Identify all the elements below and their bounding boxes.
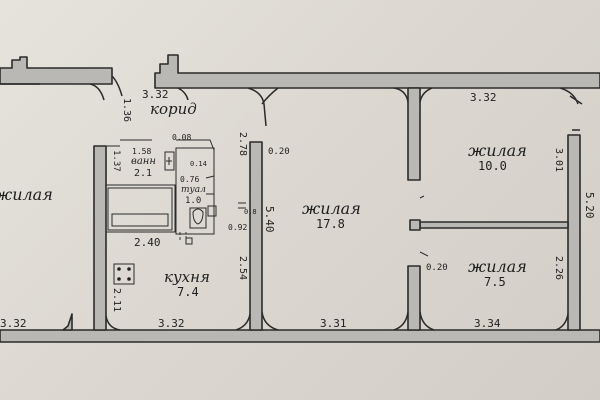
corner-centre-top-left (247, 87, 267, 127)
door-right-top (569, 95, 583, 131)
corner-corridor-a (89, 83, 105, 101)
corner-corridor-c (177, 87, 189, 101)
room-living-top-right-name: жилая (468, 141, 527, 160)
corner-right-top-left (419, 87, 433, 103)
wall-centre-right-lower (407, 265, 421, 331)
bath-door-line (120, 139, 215, 151)
dim-center-wall-offset: 0.20 (268, 147, 290, 157)
stove-burner-4 (127, 277, 131, 281)
room-left-living-name: жилая (0, 185, 53, 204)
dim-corridor-vertical: 1.36 (121, 98, 132, 122)
riser (185, 237, 193, 245)
room-living-bottom-right-name: жилая (468, 257, 527, 276)
corner-right-top-right (559, 87, 579, 105)
room-kitchen-area: 7.4 (177, 285, 199, 299)
corner-centre-bottom-right (393, 311, 409, 331)
wc-tank (207, 205, 217, 217)
dim-corridor-top-right: 3.32 (470, 91, 497, 104)
dim-bath-bottom-width: 2.40 (134, 236, 161, 249)
wall-left-room (62, 313, 73, 331)
dim-bath-height: 1.37 (111, 150, 121, 172)
dim-right-top-height: 3.01 (553, 148, 564, 172)
dim-right-partition-offset: 0.20 (426, 263, 448, 273)
bath-partition (106, 184, 176, 233)
dim-kitchen-right-height: 2.54 (237, 256, 248, 280)
dim-toilet-note-c: 0.92 (228, 223, 247, 232)
partition-post (409, 219, 421, 231)
washbasin (164, 151, 175, 171)
corner-centre-bottom-left (261, 311, 279, 331)
dim-left-room-width: 3.32 (0, 317, 27, 330)
dim-right-bottom-height: 2.26 (553, 256, 564, 280)
corner-centre-top-right (393, 87, 409, 103)
wall-right-outer (567, 134, 581, 331)
wc-bowl (189, 207, 207, 229)
wall-top-corridor (154, 54, 600, 89)
room-toilet-name: туал (181, 185, 206, 195)
corner-centre-top-left-2 (261, 87, 279, 105)
dim-kitchen-width: 3.32 (158, 317, 185, 330)
bathtub-inner (111, 213, 169, 227)
wall-centre-right (407, 87, 421, 181)
stove-burner-3 (117, 277, 121, 281)
dim-center-width: 3.31 (320, 317, 347, 330)
dim-toilet-note-a: 0.14 (190, 160, 207, 168)
room-living-center-area: 17.8 (316, 217, 345, 231)
room-living-bottom-right-area: 7.5 (484, 275, 506, 289)
room-living-top-right-area: 10.0 (478, 159, 507, 173)
dim-wall-gap: 0.8 (244, 208, 257, 216)
room-kitchen-name: кухня (164, 268, 210, 286)
wall-kitchen-right (249, 141, 263, 331)
room-living-center-name: жилая (302, 199, 361, 218)
wall-bath-left (93, 145, 107, 331)
centre-vent (238, 202, 246, 209)
washbasin-tap (166, 157, 172, 165)
dim-door-small: 0.08 (172, 133, 191, 142)
dim-toilet-note-b: 0.76 (180, 175, 199, 184)
bathtub (107, 187, 173, 231)
corner-kitchen-bottom-left (105, 315, 121, 331)
wall-top-left (0, 56, 113, 85)
corner-right-bottom-right (555, 313, 569, 331)
room-bath-name: ванн (131, 156, 156, 167)
toilet-door (205, 175, 215, 195)
dim-right-outer-height: 5.20 (583, 192, 596, 219)
dim-kitchen-left-height: 2.11 (111, 288, 122, 312)
dim-center-top-height: 2.78 (237, 132, 248, 156)
dim-right-bottom-width: 3.34 (474, 317, 501, 330)
room-corridor-name: корид (150, 100, 197, 118)
corner-kitchen-bottom-right (235, 313, 251, 331)
dim-corridor-top-left: 3.32 (142, 88, 169, 101)
dim-center-left-height: 5.40 (263, 206, 276, 233)
corner-right-bottom-left (419, 311, 435, 331)
stove-burner-1 (117, 267, 121, 271)
stove (113, 263, 135, 285)
toilet-room (175, 147, 215, 235)
room-bath-area: 2.1 (134, 168, 152, 179)
centre-door (419, 195, 429, 257)
wall-right-partition (419, 221, 569, 229)
room-toilet-area: 1.0 (185, 196, 201, 206)
wall-bottom (0, 329, 600, 343)
stove-burner-2 (127, 267, 131, 271)
corner-corridor-b (111, 75, 123, 97)
dim-bath-width: 1.58 (132, 147, 151, 156)
